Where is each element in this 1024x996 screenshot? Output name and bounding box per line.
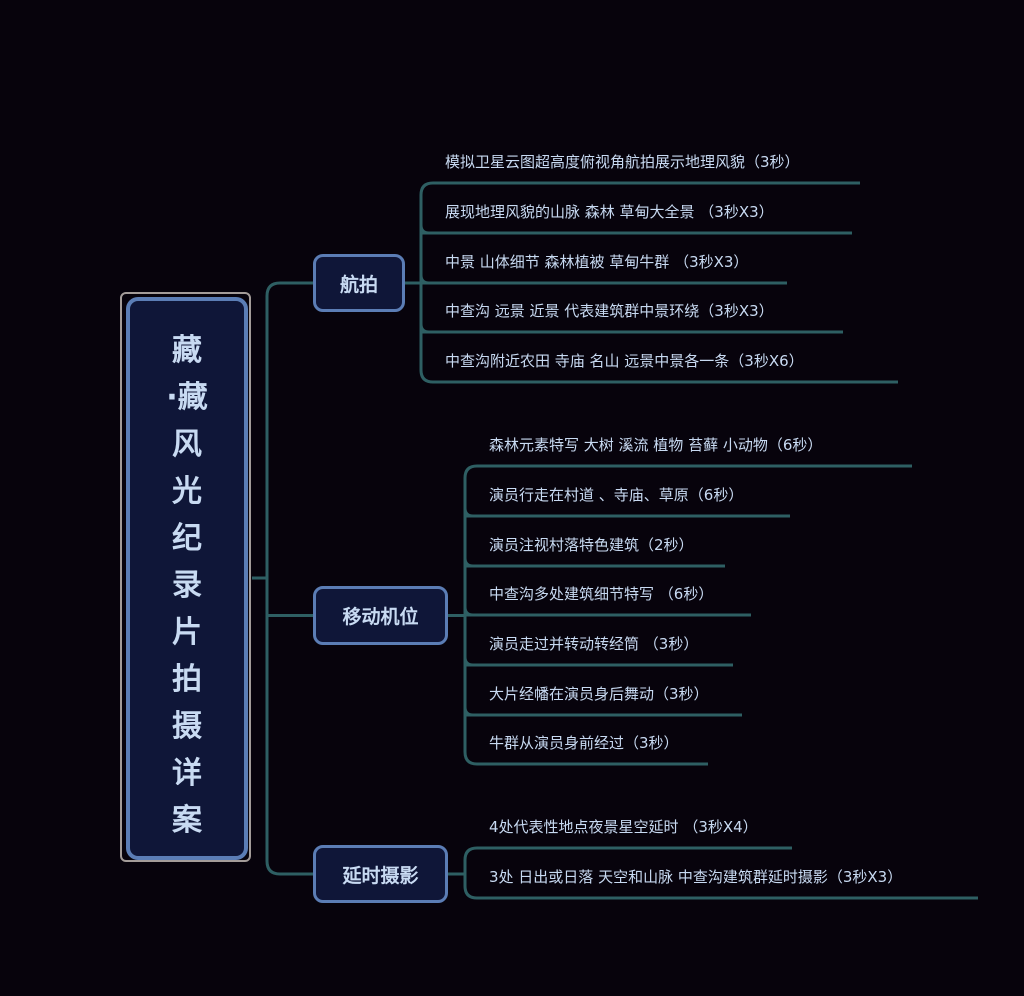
branch-node[interactable]: 航拍 [313, 254, 405, 312]
connector-line [419, 323, 430, 334]
connector-line [463, 656, 474, 667]
root-title-char: ·藏 [166, 380, 208, 415]
leaf-item[interactable]: 展现地理风貌的山脉 森林 草甸大全景 （3秒X3） [445, 203, 774, 221]
connector-line [265, 281, 313, 876]
leaf-item[interactable]: 森林元素特写 大树 溪流 植物 苔藓 小动物（6秒） [489, 436, 823, 454]
connector-line [419, 274, 430, 285]
leaf-item[interactable]: 大片经幡在演员身后舞动（3秒） [489, 685, 709, 703]
root-title-char: 纪 [172, 521, 202, 556]
connector-line [463, 507, 474, 518]
root-node-frame [120, 292, 251, 862]
leaf-item[interactable]: 演员注视村落特色建筑（2秒） [489, 536, 694, 554]
leaf-item[interactable]: 中查沟 远景 近景 代表建筑群中景环绕（3秒X3） [445, 302, 774, 320]
leaf-item[interactable]: 中查沟附近农田 寺庙 名山 远景中景各一条（3秒X6） [445, 352, 804, 370]
root-title-char: 拍 [172, 662, 202, 697]
leaf-item[interactable]: 4处代表性地点夜景星空延时 （3秒X4） [489, 818, 758, 836]
leaf-item[interactable]: 中景 山体细节 森林植被 草甸牛群 （3秒X3） [445, 253, 749, 271]
branch-node[interactable]: 延时摄影 [313, 845, 448, 903]
root-title-char: 录 [172, 568, 202, 603]
root-title-char: 摄 [172, 709, 202, 744]
connector-line [463, 557, 474, 568]
root-title-char: 光 [172, 474, 202, 509]
root-title-char: 详 [172, 756, 202, 791]
branch-node[interactable]: 移动机位 [313, 586, 448, 645]
leaf-item[interactable]: 中查沟多处建筑细节特写 （6秒） [489, 585, 714, 603]
leaf-item[interactable]: 牛群从演员身前经过（3秒） [489, 734, 679, 752]
leaf-item[interactable]: 演员行走在村道 、寺庙、草原（6秒） [489, 486, 744, 504]
connector-line [463, 706, 474, 717]
root-title-char: 片 [172, 615, 202, 650]
connector-line [463, 606, 474, 617]
root-title-char: 案 [172, 803, 202, 838]
root-title-char: 风 [172, 427, 202, 462]
connector-line [419, 224, 430, 235]
leaf-item[interactable]: 演员走过并转动转经筒 （3秒） [489, 635, 699, 653]
connector-line [463, 846, 478, 900]
root-title-char: 藏 [172, 333, 202, 368]
root-node[interactable]: 藏 ·藏风光纪录片拍摄详案 [126, 297, 248, 860]
leaf-item[interactable]: 模拟卫星云图超高度俯视角航拍展示地理风貌（3秒） [445, 153, 800, 171]
leaf-item[interactable]: 3处 日出或日落 天空和山脉 中查沟建筑群延时摄影（3秒X3） [489, 868, 903, 886]
